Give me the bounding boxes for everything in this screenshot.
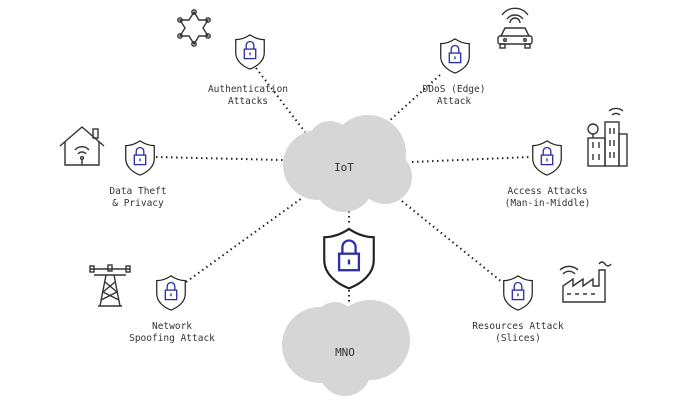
- label-line: Network: [151, 321, 193, 332]
- label-ddos-attack: DDoS (Edge) Attack: [404, 84, 504, 108]
- label-line: Access Attacks: [507, 186, 588, 197]
- connector-resources: [397, 197, 503, 283]
- mno-label: MNO: [335, 346, 355, 359]
- label-line: (Slices): [495, 333, 541, 344]
- connector-data-theft: [155, 156, 284, 161]
- sheriff-badge-icon: [177, 9, 211, 47]
- smart-city-icon: [587, 107, 628, 167]
- connector-network-spoofing: [185, 197, 303, 283]
- smart-factory-icon: [559, 261, 612, 303]
- label-line: Authentication: [207, 84, 289, 95]
- label-line: (Man-in-Middle): [504, 198, 591, 209]
- connected-car-icon: [497, 7, 533, 49]
- label-line: Attack: [436, 96, 472, 107]
- mno-cloud: [282, 300, 410, 396]
- shield-lock-icon: [532, 140, 562, 176]
- label-line: & Privacy: [112, 198, 164, 209]
- connector-ddos: [387, 74, 441, 123]
- shield-lock-icon: [503, 275, 533, 311]
- shield-lock-icon: [156, 275, 186, 311]
- label-authentication-attacks: Authentication Attacks: [193, 84, 303, 108]
- shield-lock-icon: [235, 34, 265, 70]
- cell-tower-icon: [89, 264, 131, 307]
- label-line: Spoofing Attack: [129, 333, 215, 344]
- connector-access: [411, 156, 531, 163]
- iot-label: IoT: [334, 161, 354, 174]
- connector-authentication: [255, 67, 306, 133]
- shield-lock-icon: [125, 140, 155, 176]
- shield-lock-icon: [440, 38, 470, 74]
- iot-cloud: [283, 115, 412, 212]
- label-access-attacks: Access Attacks (Man-in-Middle): [490, 186, 605, 210]
- label-line: Attacks: [227, 96, 269, 107]
- central-shield-lock-icon: [323, 227, 375, 290]
- label-line: DDoS (Edge): [422, 84, 486, 95]
- smart-home-icon: [59, 126, 105, 166]
- label-resources-attack: Resources Attack (Slices): [463, 321, 573, 345]
- label-data-theft: Data Theft & Privacy: [88, 186, 188, 210]
- connector-lines: [155, 67, 531, 305]
- label-line: Data Theft: [109, 186, 167, 197]
- label-network-spoofing: Network Spoofing Attack: [117, 321, 227, 345]
- label-line: Resources Attack: [472, 321, 564, 332]
